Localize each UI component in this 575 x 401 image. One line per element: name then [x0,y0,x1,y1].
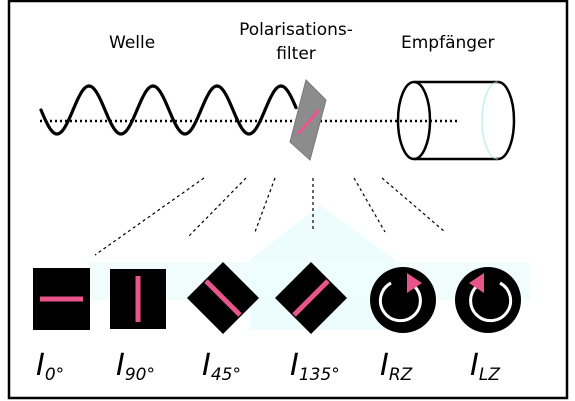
label-i0-symbol: I [36,348,45,383]
filter-label-line1: Polarisations- [239,20,353,40]
filter-rz-icon [370,267,436,333]
label-i90-symbol: I [116,348,125,383]
label-ilz-subscript: LZ [479,365,500,385]
label-ilz-symbol: I [470,348,479,383]
label-i0-subscript: 0° [45,365,64,385]
label-i45-symbol: I [202,348,211,383]
polarization-filter-line [296,109,321,135]
label-irz-subscript: RZ [389,365,413,385]
filter-0-icon [33,268,90,330]
filter-45-icon [187,262,259,334]
label-irz-symbol: I [380,348,389,383]
label-i90: I90° [116,348,155,385]
receiver-icon [396,80,516,161]
label-i45: I45° [202,348,241,385]
wave-label: Welle [109,33,155,53]
label-i45-subscript: 45° [211,365,241,385]
label-ilz: ILZ [470,348,500,385]
label-i135: I135° [290,348,340,385]
diagram-border [7,0,569,400]
filter-label-line2: filter [276,44,316,64]
label-i135-symbol: I [290,348,299,383]
label-i90-subscript: 90° [125,365,155,385]
filter-135-icon [275,262,347,334]
label-i0: I0° [36,348,64,385]
filter-90-icon [110,269,166,329]
label-irz: IRZ [380,348,413,385]
wave [39,84,298,136]
label-i135-subscript: 135° [299,365,340,385]
polarization-filter-plane [289,79,327,161]
filter-lz-icon [455,267,521,333]
receiver-label: Empfänger [401,33,495,53]
fan-lines [94,177,446,256]
